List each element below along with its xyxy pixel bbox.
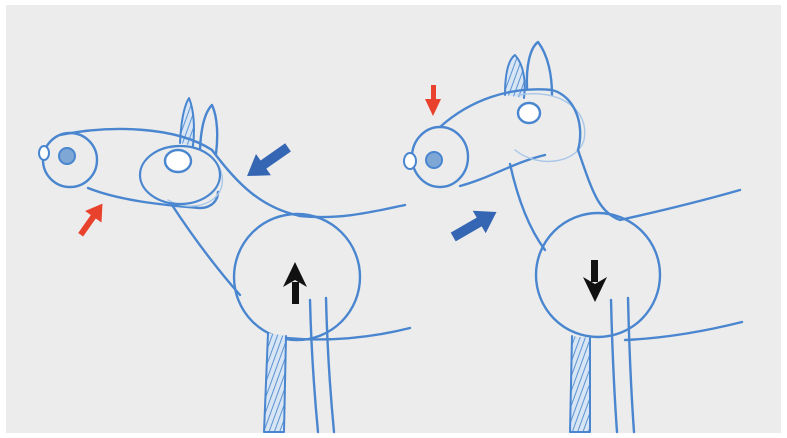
left-horse-eye [165,150,191,172]
background-panel [6,5,781,433]
right-horse-hind-leg [570,336,590,432]
left-horse-lip [39,146,49,160]
left-horse-hind-leg [264,333,286,432]
left-horse-nostril [59,148,75,164]
right-horse-eye [518,103,540,123]
right-horse-nostril [426,152,442,168]
right-horse-lip [404,153,416,169]
